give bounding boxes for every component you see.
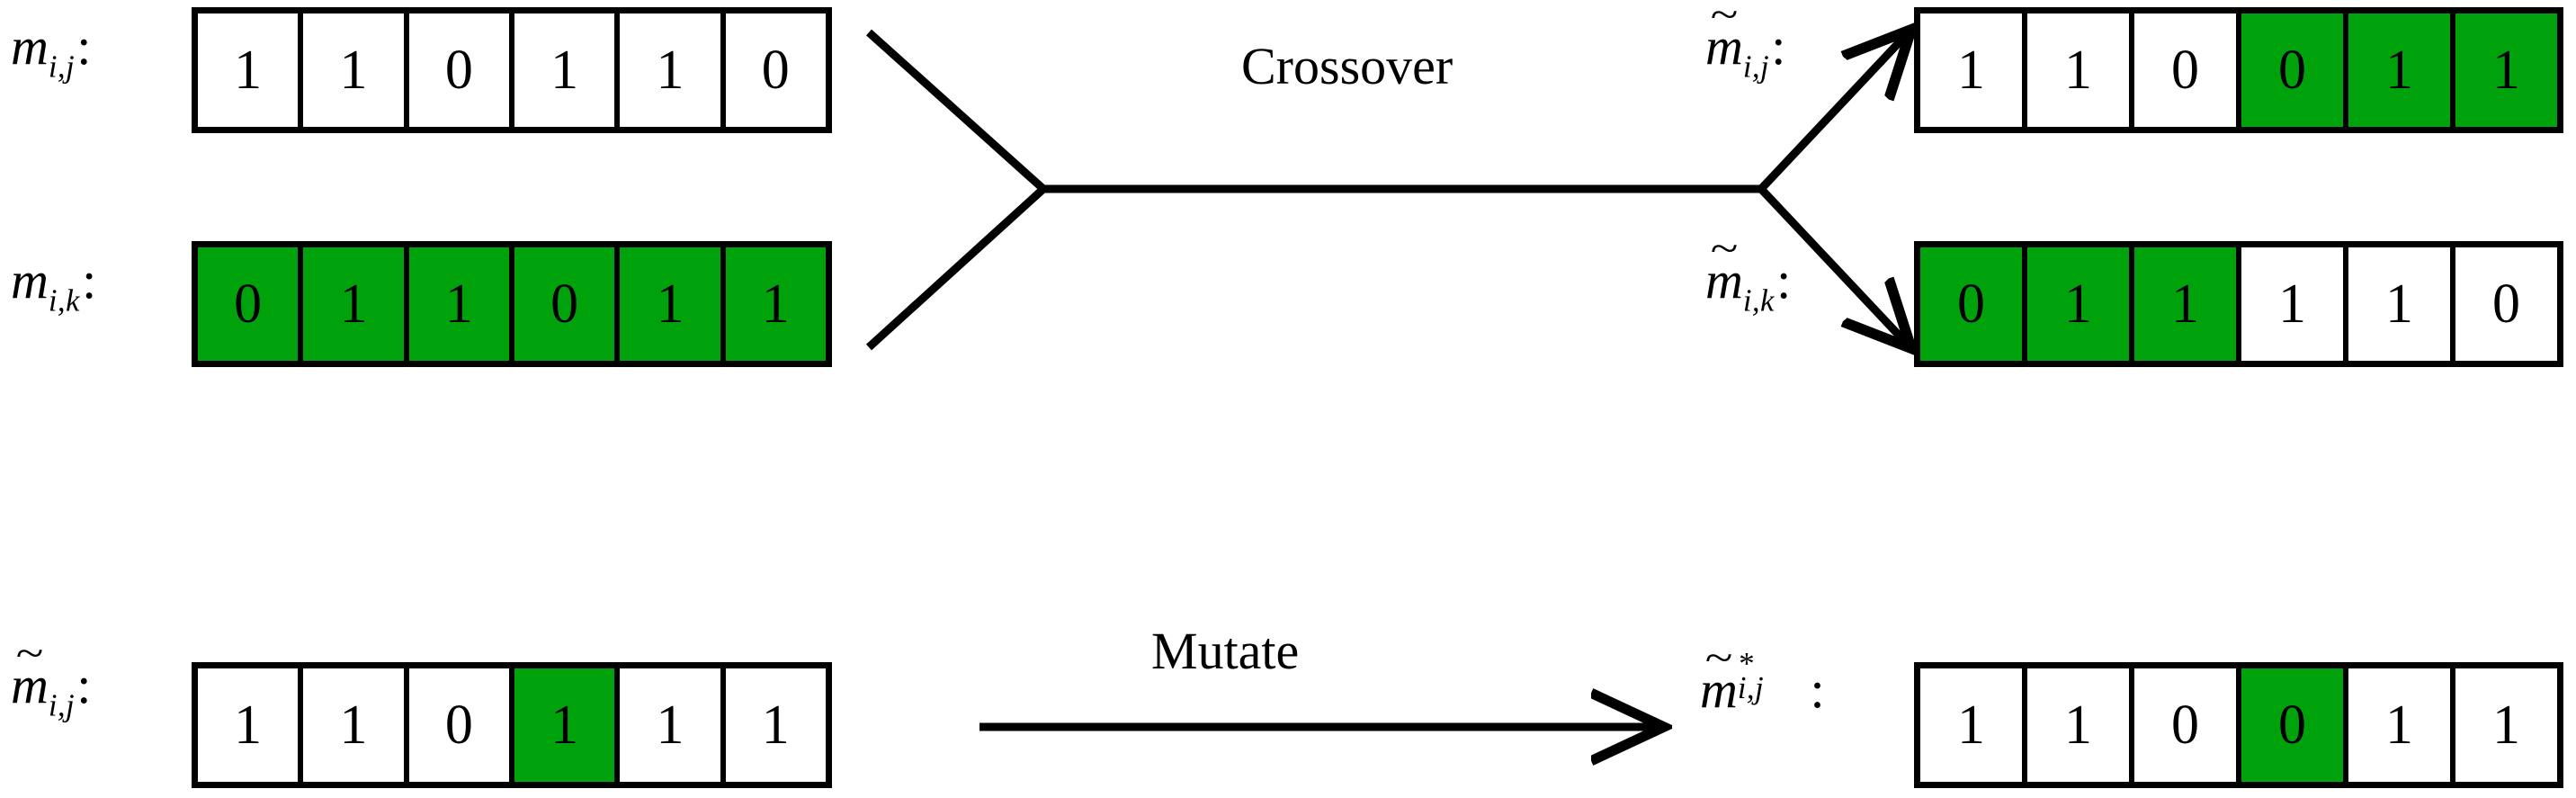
bit-cell[interactable]: 1 <box>620 13 726 127</box>
bit-cell[interactable]: 1 <box>725 668 826 782</box>
label-child-1-subscript: i,j <box>1742 49 1769 85</box>
label-child-1-colon: : <box>1771 17 1786 76</box>
bit-cell[interactable]: 1 <box>620 668 726 782</box>
tilde-accent-mutation-source: ~ <box>15 630 44 676</box>
mutate-operation-label: Mutate <box>1151 622 1300 680</box>
bit-cell[interactable]: 0 <box>408 13 514 127</box>
label-parent-1-colon: : <box>76 17 92 76</box>
bit-cell[interactable]: 0 <box>725 13 826 127</box>
bit-cell[interactable]: 0 <box>2455 247 2557 361</box>
bit-cell[interactable]: 1 <box>620 247 726 361</box>
bit-cell[interactable]: 1 <box>2455 668 2557 782</box>
label-child-2: ~mi,k: <box>1705 225 1792 319</box>
bit-cell[interactable]: 0 <box>2134 668 2241 782</box>
bit-cell[interactable]: 0 <box>2134 13 2241 127</box>
bit-cell[interactable]: 0 <box>198 247 304 361</box>
label-parent-1-subscript: i,j <box>48 49 75 85</box>
label-parent-2: mi,k: <box>11 250 96 319</box>
bit-cell[interactable]: 1 <box>2348 247 2455 361</box>
label-mutation-source-subscript: i,j <box>48 687 75 723</box>
mutate-arrow <box>979 684 1704 792</box>
label-child-2-subscript: i,k <box>1742 282 1775 318</box>
bit-cell[interactable]: 1 <box>303 668 409 782</box>
bit-cell[interactable]: 1 <box>198 668 304 782</box>
tilde-accent-child-1: ~ <box>1710 0 1739 37</box>
bit-cell[interactable]: 1 <box>2348 13 2455 127</box>
label-child-2-base: ~m <box>1705 225 1743 309</box>
label-parent-2-subscript: i,k <box>48 282 80 318</box>
bit-cell[interactable]: 0 <box>408 668 514 782</box>
bit-cell[interactable]: 1 <box>303 247 409 361</box>
label-mutation-result-subscript: i,j <box>1737 669 1764 705</box>
label-parent-1: ~mi,j: <box>11 16 91 85</box>
bit-array-mutation-result[interactable]: 1 1 0 0 1 1 <box>1914 662 2563 788</box>
label-child-1: ~mi,j: <box>1705 0 1786 85</box>
label-mutation-result-base: ~m <box>1700 634 1738 719</box>
bit-cell[interactable]: 1 <box>2027 13 2134 127</box>
crossover-operation-label: Crossover <box>1241 37 1453 95</box>
bit-cell[interactable]: 1 <box>2027 247 2134 361</box>
bit-cell[interactable]: 1 <box>2348 668 2455 782</box>
bit-cell[interactable]: 1 <box>2134 247 2241 361</box>
label-child-2-colon: : <box>1776 251 1792 309</box>
label-mutation-source-colon: : <box>76 656 92 714</box>
bit-cell[interactable]: 0 <box>2241 13 2348 127</box>
bit-cell[interactable]: 1 <box>1920 13 2027 127</box>
bit-array-parent-2[interactable]: 0 1 1 0 1 1 <box>192 241 832 367</box>
bit-cell[interactable]: 0 <box>514 247 621 361</box>
label-mutation-source-base: ~m <box>11 630 49 714</box>
bit-cell[interactable]: 1 <box>2241 247 2348 361</box>
label-mutation-result-superscript: * <box>1739 645 1755 681</box>
bit-cell[interactable]: 1 <box>725 247 826 361</box>
crossover-branch-in-bottom <box>865 185 1047 351</box>
tilde-accent-child-2: ~ <box>1710 225 1739 271</box>
label-mutation-result-scripts: *i,j <box>1737 646 1808 707</box>
label-mutation-source: ~mi,j: <box>11 630 92 724</box>
bit-cell[interactable]: 1 <box>514 13 621 127</box>
bit-cell[interactable]: 1 <box>408 247 514 361</box>
bit-cell[interactable]: 1 <box>1920 668 2027 782</box>
bit-cell[interactable]: 1 <box>303 13 409 127</box>
label-mutation-result-colon: : <box>1810 660 1825 719</box>
bit-array-child-2[interactable]: 0 1 1 1 1 0 <box>1914 241 2563 367</box>
label-parent-2-colon: : <box>82 251 97 309</box>
label-child-1-base: ~m <box>1705 0 1743 76</box>
label-parent-2-base: m <box>11 251 49 309</box>
bit-cell[interactable]: 1 <box>2455 13 2557 127</box>
bit-cell[interactable]: 1 <box>514 668 621 782</box>
bit-cell[interactable]: 1 <box>198 13 304 127</box>
crossover-branch-in-top <box>865 29 1047 193</box>
bit-array-mutation-source[interactable]: 1 1 0 1 1 1 <box>192 662 832 788</box>
bit-cell[interactable]: 0 <box>2241 668 2348 782</box>
tilde-accent-mutation-result: ~ <box>1704 634 1733 680</box>
label-mutation-result: ~m*i,j: <box>1700 634 1825 720</box>
bit-cell[interactable]: 0 <box>1920 247 2027 361</box>
bit-array-parent-1[interactable]: 1 1 0 1 1 0 <box>192 7 832 133</box>
bit-cell[interactable]: 1 <box>2027 668 2134 782</box>
bit-array-child-1[interactable]: 1 1 0 0 1 1 <box>1914 7 2563 133</box>
label-parent-1-base: ~m <box>11 17 49 76</box>
